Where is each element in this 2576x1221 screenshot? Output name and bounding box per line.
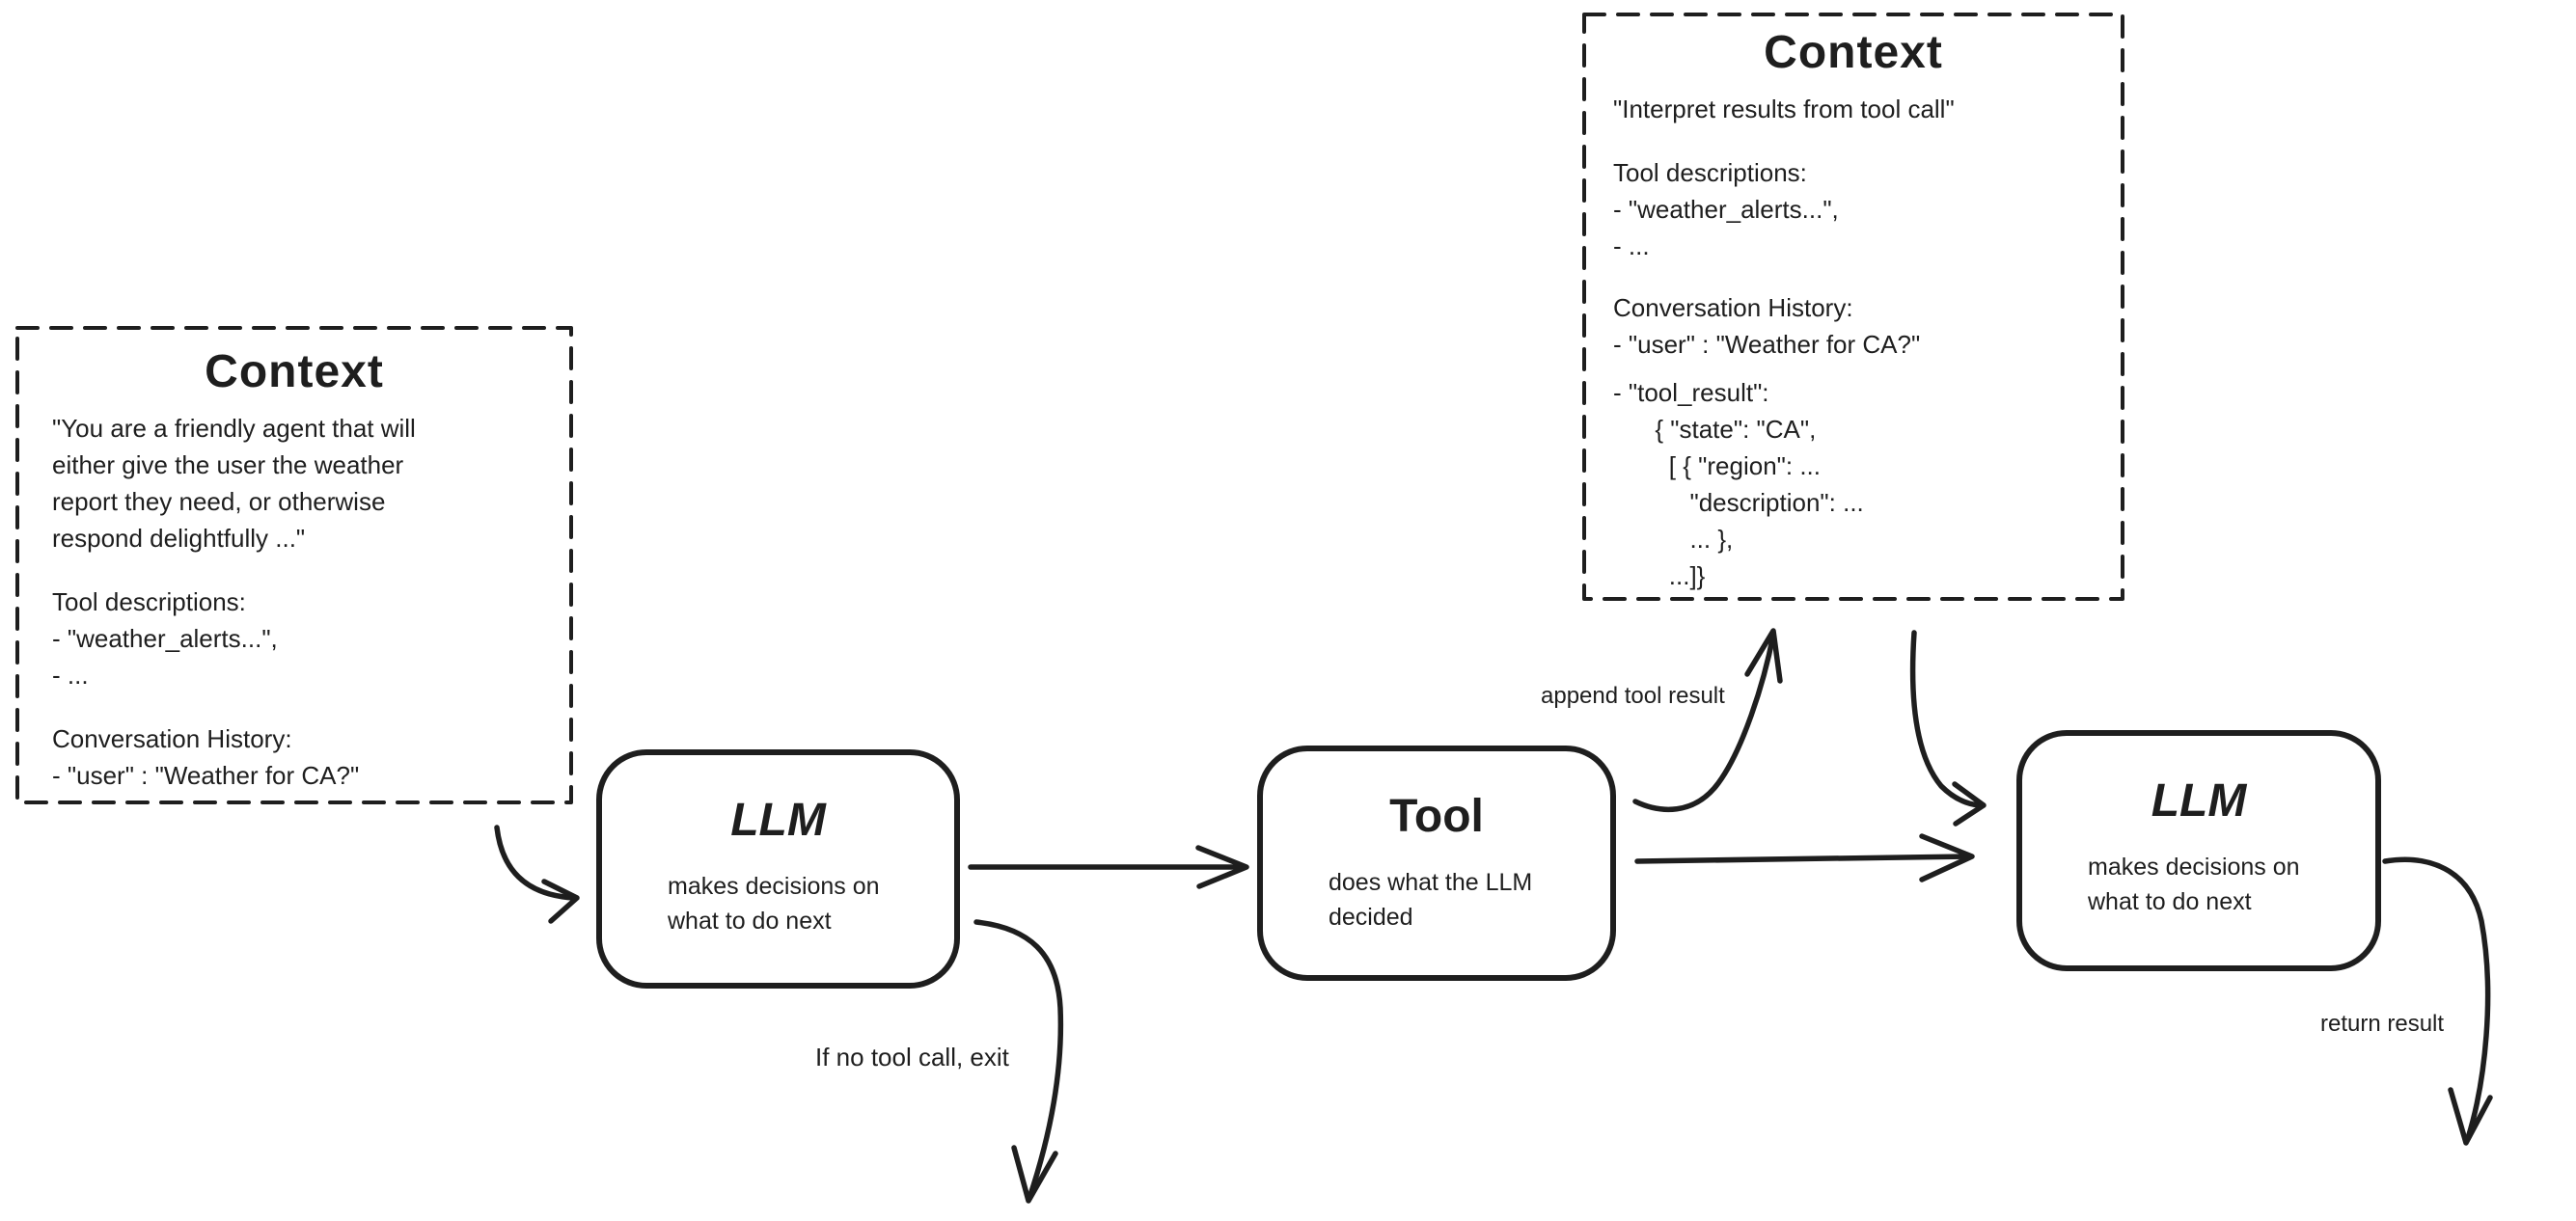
context1-body: "You are a friendly agent that will eith… <box>17 410 571 794</box>
context-box-after-tool: Context "Interpret results from tool cal… <box>1584 14 2123 599</box>
context2-title: Context <box>1764 27 1943 78</box>
arrow-tool-to-context2 <box>1632 628 1783 812</box>
context2-tool-result: - "tool_result": { "state": "CA", [ { "r… <box>1613 378 1864 590</box>
context2-tool-descriptions: Tool descriptions: - "weather_alerts..."… <box>1613 158 1839 260</box>
tool-title: Tool <box>1389 791 1484 842</box>
context1-title: Context <box>205 346 384 397</box>
llm1-title: LLM <box>730 795 826 846</box>
arrow-tool-to-llm2 <box>1634 833 1975 882</box>
llm2-title: LLM <box>2151 775 2247 827</box>
node-tool: Tool does what the LLM decided <box>1257 746 1616 981</box>
arrow-context2-to-llm2 <box>1909 630 1987 827</box>
context2-instruction: "Interpret results from tool call" <box>1613 95 1955 123</box>
arrow-context1-to-llm1 <box>494 825 580 924</box>
label-return-result: return result <box>2320 1011 2445 1037</box>
context2-border <box>1582 13 2124 601</box>
context1-conversation-history: Conversation History: - "user" : "Weathe… <box>52 724 360 790</box>
label-if-no-tool-call-exit: If no tool call, exit <box>815 1043 1009 1072</box>
tool-subtitle: does what the LLM decided <box>1329 869 1533 931</box>
arrow-llm1-exit <box>973 919 1064 1204</box>
llm1-subtitle: makes decisions on what to do next <box>668 873 880 935</box>
context2-body: "Interpret results from tool call" Tool … <box>1584 91 2123 594</box>
label-append-tool-result: append tool result <box>1541 683 1725 709</box>
arrow-llm1-to-tool <box>968 845 1249 889</box>
node-llm-1: LLM makes decisions on what to do next <box>596 749 960 989</box>
context1-border <box>15 326 573 804</box>
node-llm-2: LLM makes decisions on what to do next <box>2016 730 2381 971</box>
context-box-initial: Context "You are a friendly agent that w… <box>17 328 571 802</box>
context1-system-prompt: "You are a friendly agent that will eith… <box>52 414 416 553</box>
context1-tool-descriptions: Tool descriptions: - "weather_alerts..."… <box>52 587 278 690</box>
context2-conversation-history: Conversation History: - "user" : "Weathe… <box>1613 293 1921 359</box>
arrow-llm2-return <box>2382 856 2493 1146</box>
llm2-subtitle: makes decisions on what to do next <box>2088 854 2300 915</box>
